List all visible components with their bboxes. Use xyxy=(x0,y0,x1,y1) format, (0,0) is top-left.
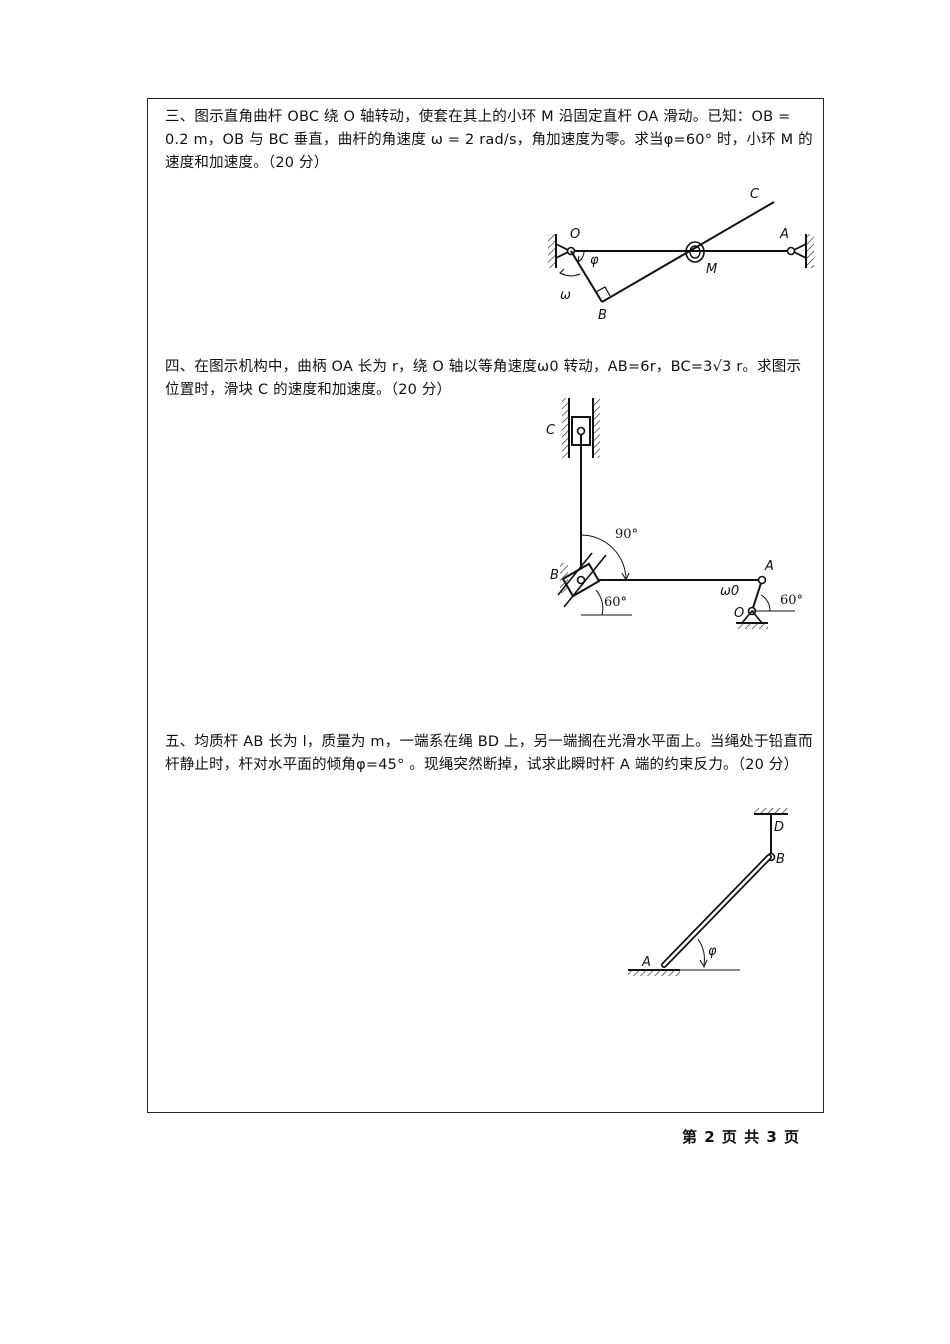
label-phi: φ xyxy=(708,944,717,959)
problem-5-text: 五、均质杆 AB 长为 l，质量为 m，一端系在绳 BD 上，另一端搁在光滑水平… xyxy=(165,734,813,773)
label-c: C xyxy=(546,423,556,438)
figure-3-bent-rod: O A C M B φ ω xyxy=(548,187,814,323)
label-omega0: ω0 xyxy=(720,584,739,599)
label-o: O xyxy=(570,227,580,242)
label-m: M xyxy=(706,262,717,277)
label-o: O xyxy=(734,606,744,621)
label-angle-60-o: 60° xyxy=(780,593,803,608)
label-b: B xyxy=(598,308,607,323)
label-b: B xyxy=(550,568,559,583)
label-c: C xyxy=(750,187,760,202)
figure-4-mechanism: C B A O ω0 90° 60° 60° xyxy=(546,398,803,629)
label-angle-90: 90° xyxy=(615,527,638,542)
problem-3-text: 三、图示直角曲杆 OBC 绕 O 轴转动，使套在其上的小环 M 沿固定直杆 OA… xyxy=(165,109,813,171)
label-a: A xyxy=(764,559,774,574)
label-a: A xyxy=(779,227,789,242)
problem-4-text: 四、在图示机构中，曲柄 OA 长为 r，绕 O 轴以等角速度ω0 转动，AB=6… xyxy=(165,359,802,398)
label-angle-60-b: 60° xyxy=(604,595,627,610)
label-a: A xyxy=(641,955,651,970)
problem-5: 五、均质杆 AB 长为 l，质量为 m，一端系在绳 BD 上，另一端搁在光滑水平… xyxy=(165,731,813,777)
problem-3: 三、图示直角曲杆 OBC 绕 O 轴转动，使套在其上的小环 M 沿固定直杆 OA… xyxy=(165,106,813,175)
label-d: D xyxy=(774,820,784,835)
label-b: B xyxy=(776,852,785,867)
label-omega: ω xyxy=(560,288,571,303)
page-footer: 第 2 页 共 3 页 xyxy=(682,1128,800,1146)
figure-5-rod: D B A φ xyxy=(628,808,788,976)
problem-4: 四、在图示机构中，曲柄 OA 长为 r，绕 O 轴以等角速度ω0 转动，AB=6… xyxy=(165,356,813,402)
exam-frame xyxy=(147,98,824,1113)
label-phi: φ xyxy=(590,253,599,268)
